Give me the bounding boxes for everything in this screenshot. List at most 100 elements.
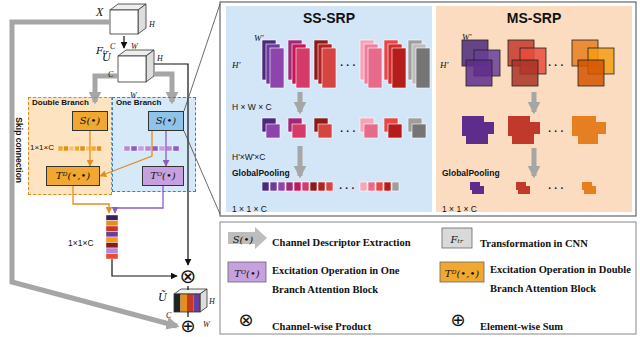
legend-symbol: Tᴼ(•) — [234, 268, 260, 279]
feature-slices-part — [292, 124, 306, 138]
legend-text: Excitation Operation in Double Branch At… — [490, 264, 631, 294]
node-text: SS-SRP — [226, 11, 432, 26]
channel-vector-part — [124, 146, 130, 151]
excitation-box: Tᴰ(•,•) — [46, 166, 100, 186]
node-text: Double Branch — [32, 99, 108, 108]
path-label-holder: Skip connection — [12, 117, 30, 183]
dimension-label: W' — [462, 32, 471, 42]
ellipsis-holder: · · · — [548, 178, 564, 196]
channel-vector-part — [80, 146, 85, 151]
shape-label: 1 × 1 × C — [442, 204, 477, 214]
flow-arrow-part — [532, 148, 537, 176]
legend-symbol-holder: Fₜᵣ — [451, 229, 464, 247]
feature-slices-part — [318, 124, 332, 138]
feature-cube-part — [200, 289, 207, 312]
shape-label: H'×W'×C — [232, 152, 265, 162]
ellipsis: · · · — [548, 60, 564, 71]
region-fill-part — [112, 97, 196, 192]
descriptor-box: S(•) — [72, 111, 108, 131]
dimension-label-holder: H' — [440, 54, 448, 72]
legend-symbol-holder: Tᴼ(•) — [234, 263, 260, 281]
feature-cube-part — [110, 10, 138, 34]
channel-vector-part — [106, 232, 118, 238]
channel-vector-part — [152, 146, 158, 151]
feature-slices-part — [286, 182, 293, 191]
feature-slices-part — [368, 48, 382, 88]
channel-vector-part — [75, 146, 80, 151]
dimension-label: W — [131, 42, 138, 51]
feature-cube-part — [194, 294, 201, 312]
channel-vector — [58, 146, 179, 259]
region-patches-part — [578, 60, 604, 86]
operation-label-holder: GlobalPooling — [442, 162, 500, 180]
legend-entry: Channel Descriptor Extraction — [272, 231, 432, 250]
feature-slices-part — [416, 48, 430, 88]
channel-vector-part — [159, 146, 165, 151]
node-text: Tᴼ(•) — [150, 171, 176, 181]
legend-entry: Excitation Operation in One Branch Atten… — [272, 259, 434, 297]
channel-vector-part — [97, 146, 102, 151]
dimension-label-holder: H' — [232, 54, 240, 72]
channel-vector-part — [106, 254, 118, 260]
node-text: MS-SRP — [436, 11, 632, 26]
feature-cube-part — [174, 294, 200, 312]
dimension-label-holder: W — [203, 313, 210, 331]
flow-arrow-part — [115, 186, 163, 213]
ellipsis-holder: · · · — [548, 121, 564, 139]
legend-text: Excitation Operation in One Branch Atten… — [272, 265, 399, 295]
channel-vector-part — [106, 248, 118, 254]
region-patches-part — [466, 60, 492, 86]
flow-arrow-part — [95, 76, 118, 102]
flow-arrow-part — [532, 92, 537, 112]
dimension-label-holder: C — [108, 63, 113, 81]
feature-cube-part — [181, 294, 188, 312]
operation-label: GlobalPooling — [232, 168, 290, 178]
feature-slices-part — [364, 124, 378, 138]
region-fill-part — [220, 222, 636, 334]
channel-vector-part — [91, 146, 96, 151]
feature-slices-part — [376, 182, 383, 191]
legend-symbol: ⊕ — [450, 309, 465, 330]
tensor-name: Ũ — [158, 290, 167, 304]
dimension-label-holder: W' — [462, 26, 471, 44]
legend-symbol: Tᴰ(•,•) — [445, 268, 480, 279]
feature-slices-part — [296, 48, 310, 88]
dimension-label-holder: C — [166, 304, 171, 322]
channel-vector-part — [131, 146, 137, 151]
region-patches-part — [512, 60, 538, 86]
channel-vector-part — [106, 221, 118, 227]
legend-entry: Excitation Operation in Double Branch At… — [490, 258, 632, 296]
ellipsis: · · · — [548, 183, 564, 194]
dimension-label: H — [209, 297, 215, 306]
tensor-name: U — [102, 50, 111, 64]
region-patches-part — [572, 116, 606, 144]
region-fill-part — [220, 2, 636, 216]
ellipsis-holder: · · · — [340, 55, 356, 73]
flow-arrow-part — [187, 286, 188, 290]
dimension-label: C — [166, 311, 171, 320]
flow-arrow — [12, 4, 534, 326]
flow-arrow-part — [298, 146, 303, 176]
attention-block: One BranchS(•)Tᴼ(•) — [112, 97, 196, 192]
dimension-label-holder: H — [209, 290, 215, 308]
region-fill-part — [28, 97, 112, 195]
shape-label-holder: 1 × 1 × C — [232, 198, 267, 216]
channel-vector-part — [173, 146, 179, 151]
feature-slices-part — [326, 182, 333, 191]
ellipsis: · · · — [548, 126, 564, 137]
node-text: ⊕ — [180, 317, 195, 335]
shape-label: 1 × 1 × C — [232, 204, 267, 214]
feature-slices-part — [384, 182, 391, 191]
node-text: Tᴰ(•,•) — [56, 171, 91, 181]
flow-arrow-part — [184, 4, 220, 111]
legend-text: Transformation in CNN — [480, 238, 588, 249]
feature-slices-part — [294, 182, 301, 191]
legend-sample-part — [442, 228, 472, 248]
legend-symbol: S(•) — [233, 234, 254, 245]
feature-slices-part — [270, 182, 277, 191]
ellipsis-holder: · · · — [339, 178, 355, 196]
dimension-label: W' — [254, 33, 263, 43]
flow-arrow-part — [154, 64, 188, 265]
channel-vector-part — [106, 226, 118, 232]
dimension-label-holder: H — [149, 13, 155, 31]
